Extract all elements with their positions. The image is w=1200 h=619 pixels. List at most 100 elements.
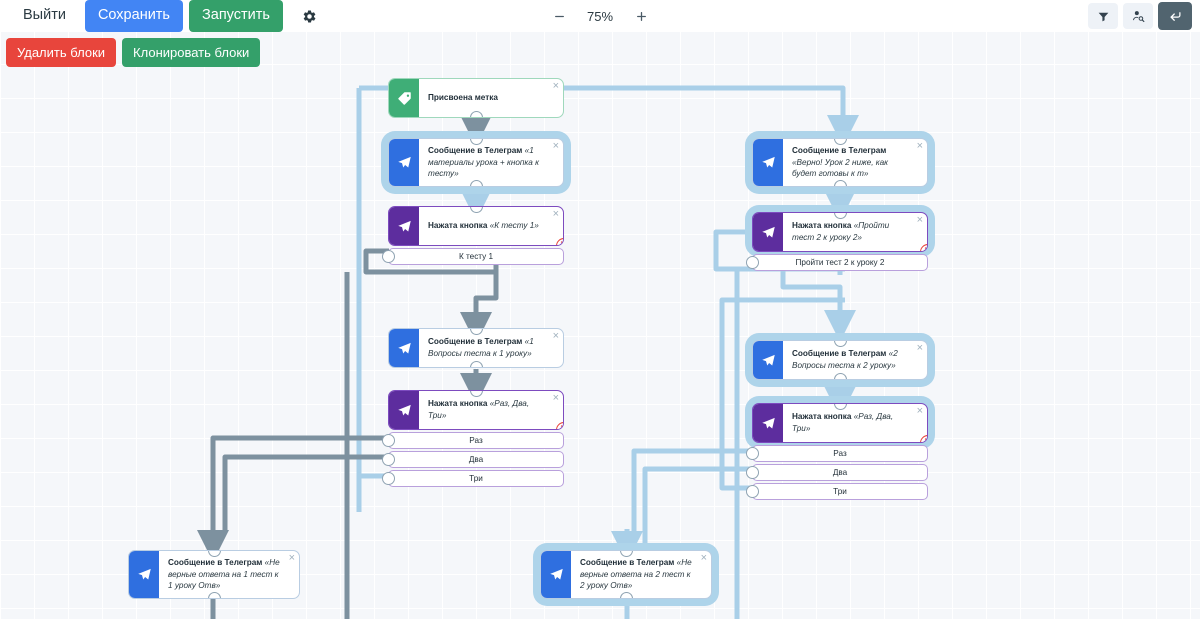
close-icon[interactable]: ×	[552, 208, 559, 220]
node-msg-correct-lesson2[interactable]: Сообщение в Телеграм «Верно! Урок 2 ниже…	[745, 131, 935, 194]
node-card[interactable]: Сообщение в Телеграм «1 материалы урока …	[388, 138, 564, 187]
node-btn-raz-dva-tri-1[interactable]: Нажата кнопка «Раз, Два, Три» × ✕ Раз Дв…	[382, 390, 564, 487]
node-msg-lesson1-materials[interactable]: Сообщение в Телеграм «1 материалы урока …	[381, 131, 571, 194]
node-card[interactable]: Сообщение в Телеграм «2 Вопросы теста к …	[752, 340, 928, 380]
node-title: Нажата кнопка	[792, 221, 852, 231]
node-text: Присвоена метка	[419, 79, 563, 117]
node-subtitle: «1 материалы урока + кнопка к тесту»	[428, 146, 539, 179]
node-btn-test2-lesson2[interactable]: Нажата кнопка «Пройти тест 2 к уроку 2» …	[745, 205, 935, 271]
node-subtitle: «Не верные ответа на 1 тест к 1 уроку От…	[168, 558, 280, 591]
option-label: Три	[469, 474, 483, 483]
node-option[interactable]: Два	[746, 464, 928, 481]
user-search-icon[interactable]	[1123, 3, 1153, 29]
close-icon[interactable]: ×	[552, 140, 559, 152]
node-card[interactable]: Сообщение в Телеграм «1 Вопросы теста к …	[388, 328, 564, 368]
error-badge[interactable]: ✕	[556, 238, 563, 245]
node-subtitle: «Верно! Урок 2 ниже, как будет готовы к …	[792, 157, 889, 179]
port-out[interactable]	[833, 373, 847, 379]
node-option[interactable]: Раз	[746, 445, 928, 462]
node-card[interactable]: Нажата кнопка «К тесту 1» × ✕	[388, 206, 564, 246]
zoom-out-button[interactable]	[549, 6, 569, 26]
exit-button[interactable]: Выйти	[10, 0, 79, 32]
option-label: Два	[832, 468, 848, 477]
node-tag-assigned[interactable]: Присвоена метка ×	[388, 78, 564, 118]
selection-toolbar: Удалить блоки Клонировать блоки	[0, 32, 1200, 72]
filter-icon[interactable]	[1088, 3, 1118, 29]
close-icon[interactable]: ×	[552, 330, 559, 342]
zoom-in-button[interactable]	[631, 6, 651, 26]
zoom-level-value: 75%	[586, 8, 614, 24]
close-icon[interactable]: ×	[916, 214, 923, 226]
node-option[interactable]: Три	[382, 470, 564, 487]
node-msg-questions-2[interactable]: Сообщение в Телеграм «2 Вопросы теста к …	[745, 333, 935, 387]
telegram-icon	[129, 551, 159, 598]
port-out[interactable]	[207, 591, 221, 598]
delete-blocks-button[interactable]: Удалить блоки	[6, 37, 117, 67]
port-option-out[interactable]	[382, 250, 395, 263]
error-badge[interactable]: ✕	[920, 435, 927, 442]
error-badge[interactable]: ✕	[556, 422, 563, 429]
node-text: Нажата кнопка «Пройти тест 2 к уроку 2»	[783, 213, 927, 251]
close-icon[interactable]: ×	[552, 392, 559, 404]
node-card[interactable]: Присвоена метка ×	[388, 78, 564, 118]
port-option-out[interactable]	[746, 466, 759, 479]
node-msg-wrong-1[interactable]: Сообщение в Телеграм «Не верные ответа н…	[128, 550, 300, 599]
node-msg-wrong-2[interactable]: Сообщение в Телеграм «Не верные ответа н…	[533, 543, 719, 606]
port-out[interactable]	[469, 179, 483, 186]
node-subtitle: «Раз, Два, Три»	[792, 412, 894, 433]
node-text: Сообщение в Телеграм «1 Вопросы теста к …	[419, 329, 563, 367]
port-option-out[interactable]	[746, 447, 759, 460]
node-btn-k-testu-1[interactable]: Нажата кнопка «К тесту 1» × ✕ К тесту 1	[382, 206, 564, 265]
run-button[interactable]: Запустить	[189, 0, 283, 32]
port-out[interactable]	[833, 179, 847, 186]
tag-icon	[389, 79, 419, 117]
option-label: Три	[833, 487, 847, 496]
zoom-controls: 75%	[0, 0, 1200, 32]
telegram-icon	[541, 551, 571, 598]
node-text: Сообщение в Телеграм «Не верные ответа н…	[571, 551, 711, 598]
node-btn-raz-dva-tri-2[interactable]: Нажата кнопка «Раз, Два, Три» × ✕ Раз Дв…	[745, 396, 935, 500]
telegram-icon	[389, 329, 419, 367]
connector-layer	[197, 85, 860, 619]
node-option[interactable]: К тесту 1	[382, 248, 564, 265]
gear-icon[interactable]	[296, 3, 323, 29]
node-msg-questions-1[interactable]: Сообщение в Телеграм «1 Вопросы теста к …	[388, 328, 564, 368]
port-option-out[interactable]	[382, 472, 395, 485]
telegram-icon	[753, 139, 783, 186]
close-icon[interactable]: ×	[700, 552, 707, 564]
option-label: Раз	[833, 449, 847, 458]
node-title: Сообщение в Телеграм	[428, 337, 523, 347]
flow-canvas[interactable]: Присвоена метка × Сообщение в Телеграм «…	[0, 32, 1200, 619]
close-icon[interactable]: ×	[916, 405, 923, 417]
collapse-panel-button[interactable]	[1158, 2, 1192, 30]
port-option-out[interactable]	[746, 256, 759, 269]
node-card[interactable]: Сообщение в Телеграм «Не верные ответа н…	[128, 550, 300, 599]
port-option-out[interactable]	[382, 434, 395, 447]
node-card[interactable]: Нажата кнопка «Раз, Два, Три» × ✕	[752, 403, 928, 443]
close-icon[interactable]: ×	[552, 80, 559, 92]
port-option-out[interactable]	[746, 485, 759, 498]
close-icon[interactable]: ×	[916, 342, 923, 354]
option-label: Пройти тест 2 к уроку 2	[795, 258, 885, 267]
node-card[interactable]: Нажата кнопка «Пройти тест 2 к уроку 2» …	[752, 212, 928, 252]
node-option[interactable]: Пройти тест 2 к уроку 2	[746, 254, 928, 271]
node-title: Сообщение в Телеграм	[580, 558, 675, 567]
port-option-out[interactable]	[382, 453, 395, 466]
node-card[interactable]: Сообщение в Телеграм «Верно! Урок 2 ниже…	[752, 138, 928, 187]
clone-blocks-button[interactable]: Клонировать блоки	[122, 37, 261, 67]
close-icon[interactable]: ×	[288, 552, 295, 564]
node-option[interactable]: Два	[382, 451, 564, 468]
option-label: К тесту 1	[458, 252, 494, 261]
node-option[interactable]: Три	[746, 483, 928, 500]
save-button[interactable]: Сохранить	[84, 0, 183, 32]
toolbar-right-group	[1088, 2, 1200, 30]
node-option[interactable]: Раз	[382, 432, 564, 449]
port-out[interactable]	[469, 361, 483, 367]
node-card[interactable]: Сообщение в Телеграм «Не верные ответа н…	[540, 550, 712, 599]
port-out[interactable]	[619, 591, 633, 598]
port-out[interactable]	[469, 111, 483, 117]
error-badge[interactable]: ✕	[920, 244, 927, 251]
node-card[interactable]: Нажата кнопка «Раз, Два, Три» × ✕	[388, 390, 564, 430]
close-icon[interactable]: ×	[916, 140, 923, 152]
node-subtitle: «Раз, Два, Три»	[428, 399, 530, 420]
